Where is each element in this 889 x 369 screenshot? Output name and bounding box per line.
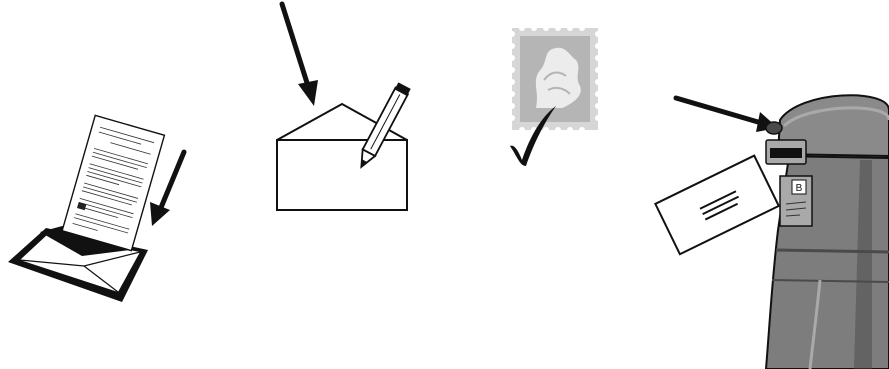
step-post-letter: B: [640, 80, 889, 369]
postbox-plate-label: B: [796, 183, 803, 194]
postage-stamp-icon: [509, 25, 601, 133]
postbox-icon: B: [766, 95, 889, 369]
arrow-icon: [676, 98, 778, 132]
arrow-down-icon: [282, 4, 318, 106]
step-insert-document: [0, 110, 200, 310]
letter-icon: [655, 156, 778, 255]
document-icon: [62, 115, 164, 250]
step-write-address: [260, 0, 430, 220]
step-attach-stamp: [500, 20, 610, 170]
